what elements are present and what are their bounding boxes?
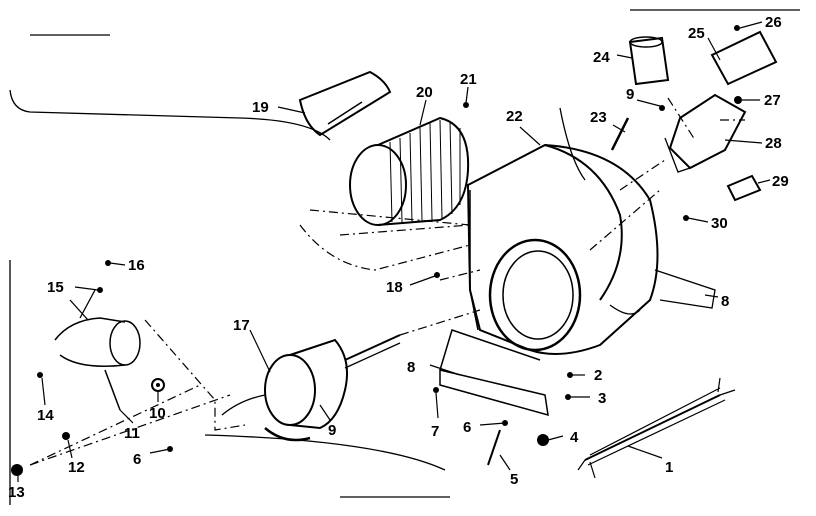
callout-22: 22 xyxy=(506,108,523,125)
callout-18: 18 xyxy=(386,279,403,296)
leader-lines xyxy=(17,21,771,482)
callout-17: 17 xyxy=(233,317,250,334)
callout-2: 2 xyxy=(594,367,602,384)
cutoff-plate xyxy=(298,70,392,137)
callout-10: 10 xyxy=(149,405,166,422)
callout-16: 16 xyxy=(128,257,145,274)
blower-housing xyxy=(466,143,716,355)
callout-4: 4 xyxy=(570,429,579,446)
callout-23: 23 xyxy=(590,109,607,126)
cover xyxy=(710,30,778,86)
blower-wheel xyxy=(349,116,470,226)
callout-8a: 8 xyxy=(407,359,415,376)
motor xyxy=(221,334,401,442)
callout-29: 29 xyxy=(772,173,789,190)
callout-6a: 6 xyxy=(463,419,471,436)
callout-1: 1 xyxy=(665,459,673,476)
callout-9a: 9 xyxy=(328,422,336,439)
wiring-harness xyxy=(577,377,736,479)
callout-3: 3 xyxy=(598,390,606,407)
callout-24: 24 xyxy=(593,49,610,66)
callout-19: 19 xyxy=(252,99,269,116)
callout-13: 13 xyxy=(8,484,25,501)
callout-26: 26 xyxy=(765,14,782,31)
relay xyxy=(726,174,762,202)
callout-12: 12 xyxy=(68,459,85,476)
callout-20: 20 xyxy=(416,84,433,101)
callout-21: 21 xyxy=(460,71,477,88)
callout-25: 25 xyxy=(688,25,705,42)
assembly-lines xyxy=(29,97,745,466)
callout-14: 14 xyxy=(37,407,54,424)
motor-mount xyxy=(54,289,141,411)
callout-9b: 9 xyxy=(626,86,634,103)
capacitor xyxy=(628,36,670,86)
control-box xyxy=(664,93,747,173)
callout-6b: 6 xyxy=(133,451,141,468)
callout-11: 11 xyxy=(124,425,140,442)
callout-28: 28 xyxy=(765,135,782,152)
callout-27: 27 xyxy=(764,92,781,109)
callout-8b: 8 xyxy=(721,293,729,310)
callout-30: 30 xyxy=(711,215,728,232)
callout-7: 7 xyxy=(431,423,439,440)
callout-labels: 1 2 3 4 5 6 6 7 8 8 9 9 10 11 12 13 14 1… xyxy=(8,14,789,501)
callout-5: 5 xyxy=(510,471,518,488)
hardware xyxy=(11,25,742,476)
callout-15: 15 xyxy=(47,279,64,296)
mounting-bracket xyxy=(439,329,549,417)
